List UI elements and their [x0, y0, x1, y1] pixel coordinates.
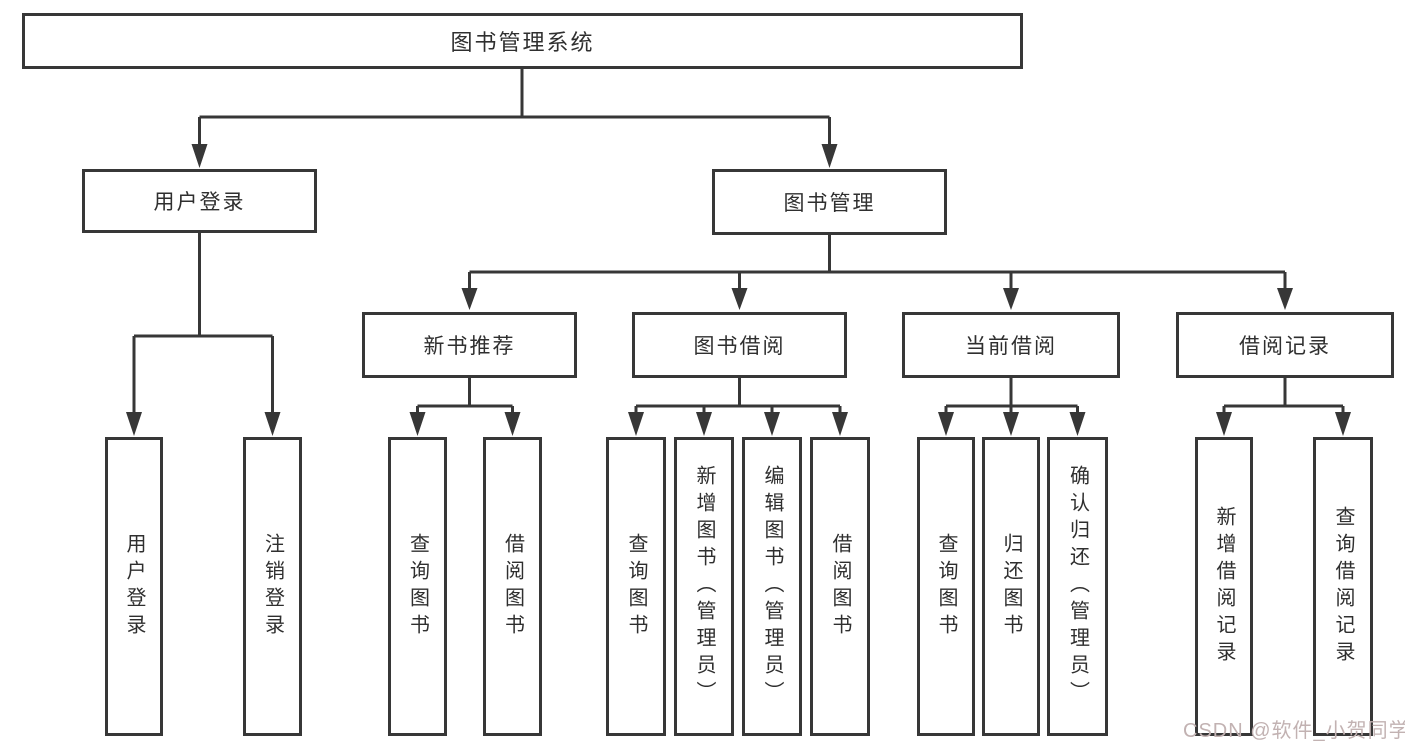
leaf-edit-books-admin: 编辑图书（管理员）: [742, 437, 802, 736]
node-borrow-records-label: 借阅记录: [1239, 335, 1331, 358]
csdn-watermark: CSDN @软件_小贺同学: [1183, 720, 1405, 742]
leaf-logout-label: 注销登录: [261, 532, 284, 641]
node-current-borrowing-label: 当前借阅: [965, 335, 1057, 358]
node-current-borrowing: 当前借阅: [902, 312, 1120, 378]
leaf-return-books: 归还图书: [982, 437, 1040, 736]
leaf-add-books-admin: 新增图书（管理员）: [674, 437, 734, 736]
node-book-borrowing: 图书借阅: [632, 312, 847, 378]
node-new-book-recommend-label: 新书推荐: [423, 335, 516, 358]
leaf-user-login-label: 用户登录: [123, 532, 145, 641]
leaf-confirm-return-admin: 确认归还（管理员）: [1047, 437, 1108, 736]
leaf-add-borrow-record: 新增借阅记录: [1195, 437, 1253, 736]
leaf-borrowing-borrow-books-label: 借阅图书: [829, 532, 851, 641]
leaf-confirm-return-admin-label: 确认归还（管理员）: [1066, 465, 1089, 708]
leaf-query-borrow-record: 查询借阅记录: [1313, 437, 1373, 736]
node-book-borrowing-label: 图书借阅: [693, 335, 786, 358]
leaf-edit-books-admin-label: 编辑图书（管理员）: [761, 465, 783, 708]
node-root-system-label: 图书管理系统: [450, 30, 595, 55]
leaf-add-books-admin-label: 新增图书（管理员）: [693, 465, 715, 708]
node-book-management-label: 图书管理: [783, 192, 876, 215]
node-book-management: 图书管理: [712, 169, 947, 235]
leaf-borrowing-query-books-label: 查询图书: [625, 532, 647, 641]
leaf-recommend-borrow-books: 借阅图书: [483, 437, 542, 736]
leaf-user-login: 用户登录: [105, 437, 163, 736]
leaf-query-borrow-record-label: 查询借阅记录: [1332, 505, 1354, 668]
node-root-system: 图书管理系统: [22, 13, 1023, 69]
node-user-login-module-label: 用户登录: [153, 191, 246, 214]
leaf-current-query-books-label: 查询图书: [935, 532, 957, 641]
node-borrow-records: 借阅记录: [1176, 312, 1394, 378]
leaf-current-query-books: 查询图书: [917, 437, 975, 736]
node-new-book-recommend: 新书推荐: [362, 312, 577, 378]
leaf-return-books-label: 归还图书: [1000, 532, 1022, 641]
leaf-recommend-query-books-label: 查询图书: [406, 532, 429, 641]
leaf-recommend-borrow-books-label: 借阅图书: [501, 532, 524, 641]
leaf-recommend-query-books: 查询图书: [388, 437, 447, 736]
node-user-login-module: 用户登录: [82, 169, 317, 233]
leaf-borrowing-query-books: 查询图书: [606, 437, 666, 736]
leaf-borrowing-borrow-books: 借阅图书: [810, 437, 870, 736]
leaf-add-borrow-record-label: 新增借阅记录: [1213, 505, 1235, 668]
leaf-logout: 注销登录: [243, 437, 302, 736]
